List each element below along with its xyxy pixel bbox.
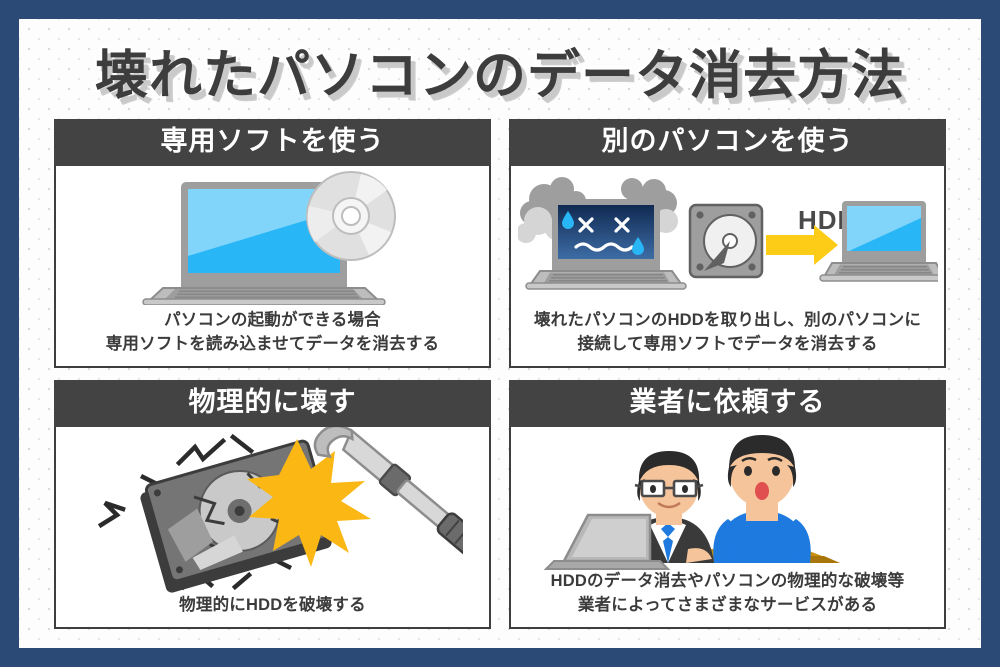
caption-line-1b: 専用ソフトを読み込ませてデータを消去する — [105, 335, 440, 354]
card-caption-2: 壊れたパソコンのHDDを取り出し、別のパソコンに 接続して専用ソフトでデータを消… — [528, 309, 927, 366]
card-header-3: 物理的に壊す — [54, 380, 491, 427]
customer-figure — [712, 435, 811, 564]
card-body-1: パソコンの起動ができる場合 専用ソフトを読み込ませてデータを消去する — [54, 165, 491, 368]
hammer-icon — [313, 426, 463, 581]
card-header-4: 業者に依頼する — [509, 380, 946, 427]
illustration-laptop-with-cd — [56, 166, 489, 309]
caption-line-2b: 接続して専用ソフトでデータを消去する — [577, 335, 878, 354]
card-hire-a-service: 業者に依頼する — [509, 380, 946, 629]
page-title: 壊れたパソコンのデータ消去方法 — [93, 44, 907, 108]
card-caption-3: 物理的にHDDを破壊する — [173, 594, 372, 627]
impact-burst-icon — [246, 439, 371, 568]
caption-line-2a: 壊れたパソコンのHDDを取り出し、別のパソコンに — [533, 311, 922, 330]
card-caption-1: パソコンの起動ができる場合 専用ソフトを読み込ませてデータを消去する — [100, 309, 446, 366]
desk-laptop-icon — [543, 514, 670, 571]
illustration-technician-and-customer — [511, 427, 944, 571]
laptop-icon — [141, 181, 386, 305]
poster-title-area: 壊れたパソコンのデータ消去方法 — [19, 35, 981, 117]
method-card-grid: 専用ソフトを使う — [54, 119, 946, 629]
yellow-arrow-icon — [765, 225, 838, 266]
card-physically-destroy: 物理的に壊す — [54, 380, 491, 629]
card-body-4: HDDのデータ消去やパソコンの物理的な破壊等 業者によってさまざまなサービスがあ… — [509, 426, 946, 629]
working-laptop-icon — [818, 201, 938, 283]
illustration-broken-laptop-hdd-transfer: HDD — [511, 166, 944, 309]
illustration-hammer-smashing-hdd — [56, 426, 489, 594]
card-body-3: 物理的にHDDを破壊する — [54, 426, 491, 629]
caption-line-3a: 物理的にHDDを破壊する — [179, 596, 366, 615]
card-header-1: 専用ソフトを使う — [54, 119, 491, 166]
cd-disc-icon — [305, 170, 396, 261]
caption-line-4a: HDDのデータ消去やパソコンの物理的な破壊等 — [550, 572, 905, 591]
hdd-drive-icon — [688, 204, 763, 279]
broken-laptop-icon — [524, 199, 687, 291]
caption-line-1a: パソコンの起動ができる場合 — [164, 311, 381, 330]
card-body-2: HDD — [509, 165, 946, 368]
card-caption-4: HDDのデータ消去やパソコンの物理的な破壊等 業者によってさまざまなサービスがあ… — [545, 570, 911, 627]
caption-line-4b: 業者によってさまざまなサービスがある — [577, 596, 878, 615]
card-use-dedicated-software: 専用ソフトを使う — [54, 119, 491, 368]
card-use-another-pc: 別のパソコンを使う — [509, 119, 946, 368]
card-header-2: 別のパソコンを使う — [509, 119, 946, 166]
